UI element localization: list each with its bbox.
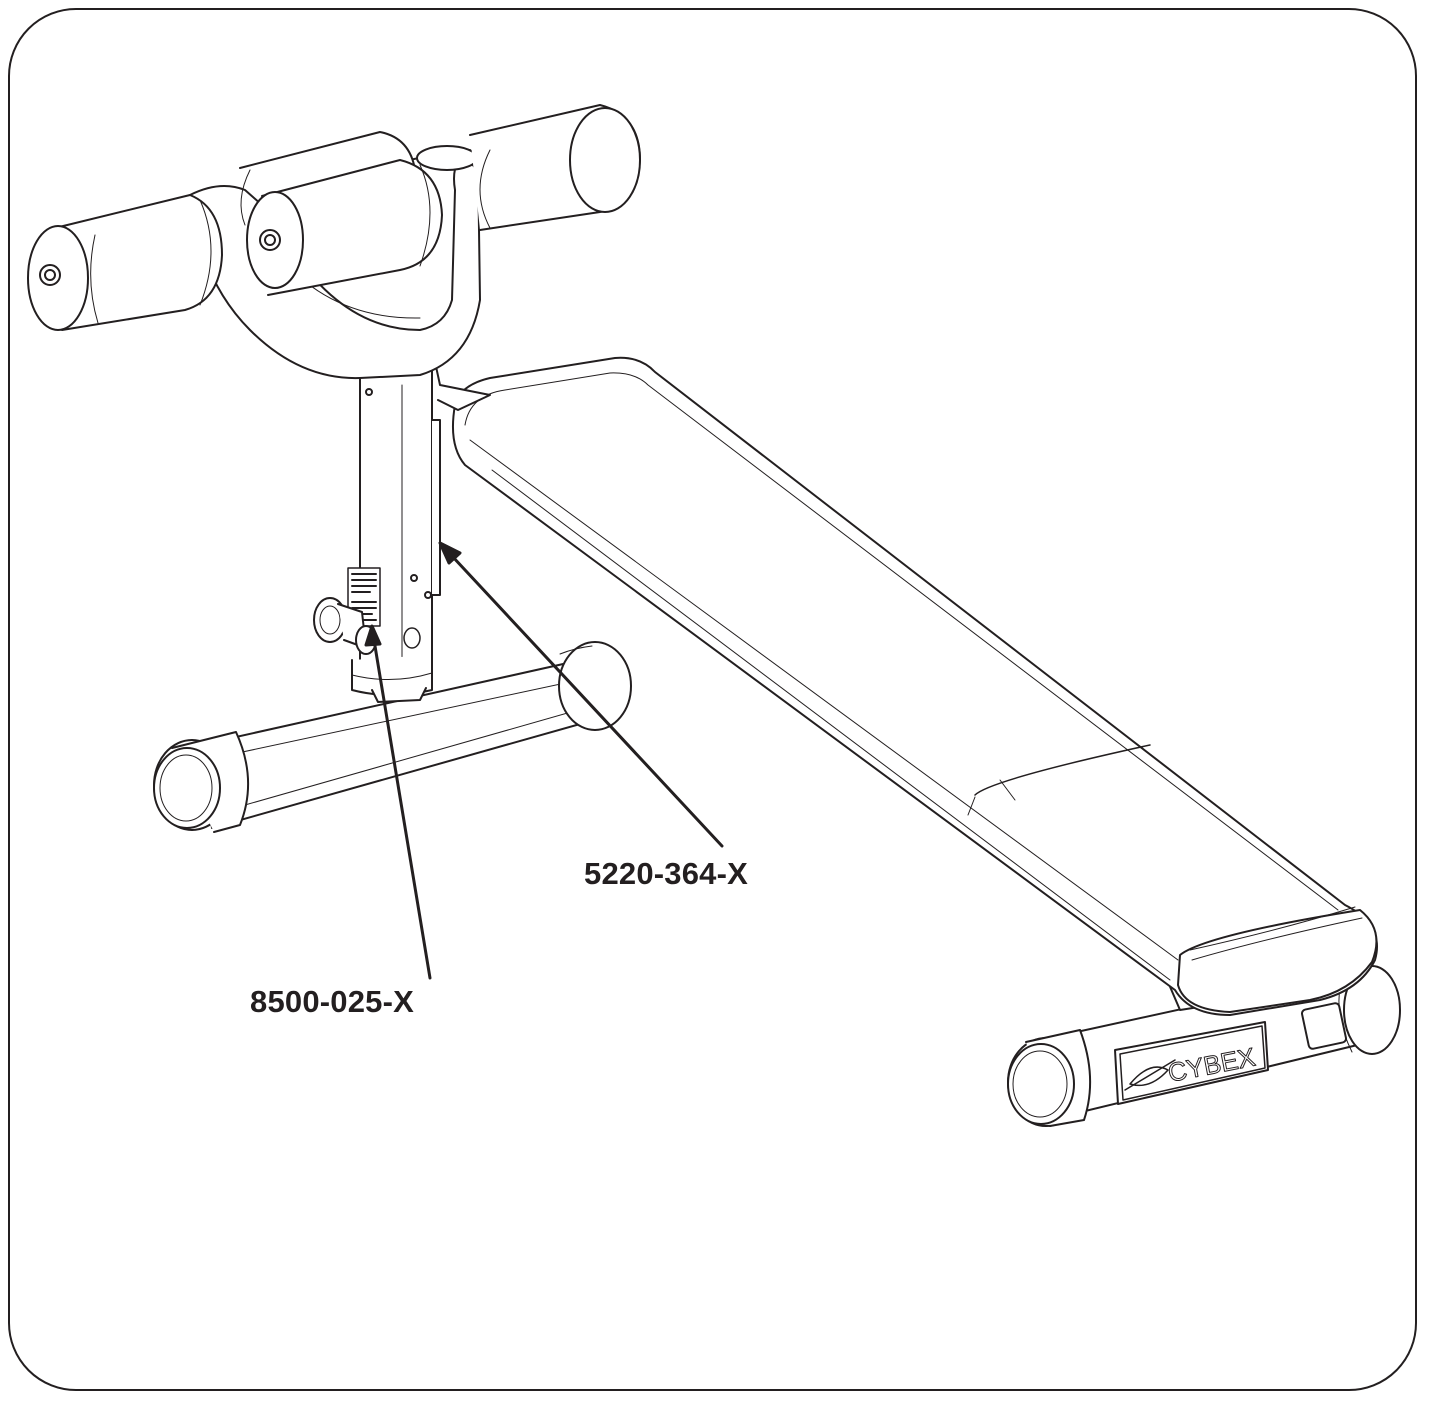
rear-roller-pad-right (469, 104, 641, 231)
arrowhead-icon (438, 541, 462, 565)
front-foot-bar (153, 641, 632, 833)
part-number-callout: 5220-364-X (584, 856, 749, 891)
diagram-frame (8, 8, 1417, 1391)
part-number-callout: 8500-025-X (250, 984, 415, 1019)
upright-column (313, 347, 491, 703)
leader-line-8500-025-X (372, 638, 432, 980)
front-roller-pad-left (27, 194, 223, 331)
leader-line-5220-364-X (450, 554, 724, 848)
bench-pad (452, 356, 1378, 1016)
front-roller-pad-right (246, 159, 443, 296)
rear-roller-pad-left (239, 131, 416, 226)
leader-arrows (364, 541, 724, 980)
arrowhead-icon (364, 624, 382, 647)
